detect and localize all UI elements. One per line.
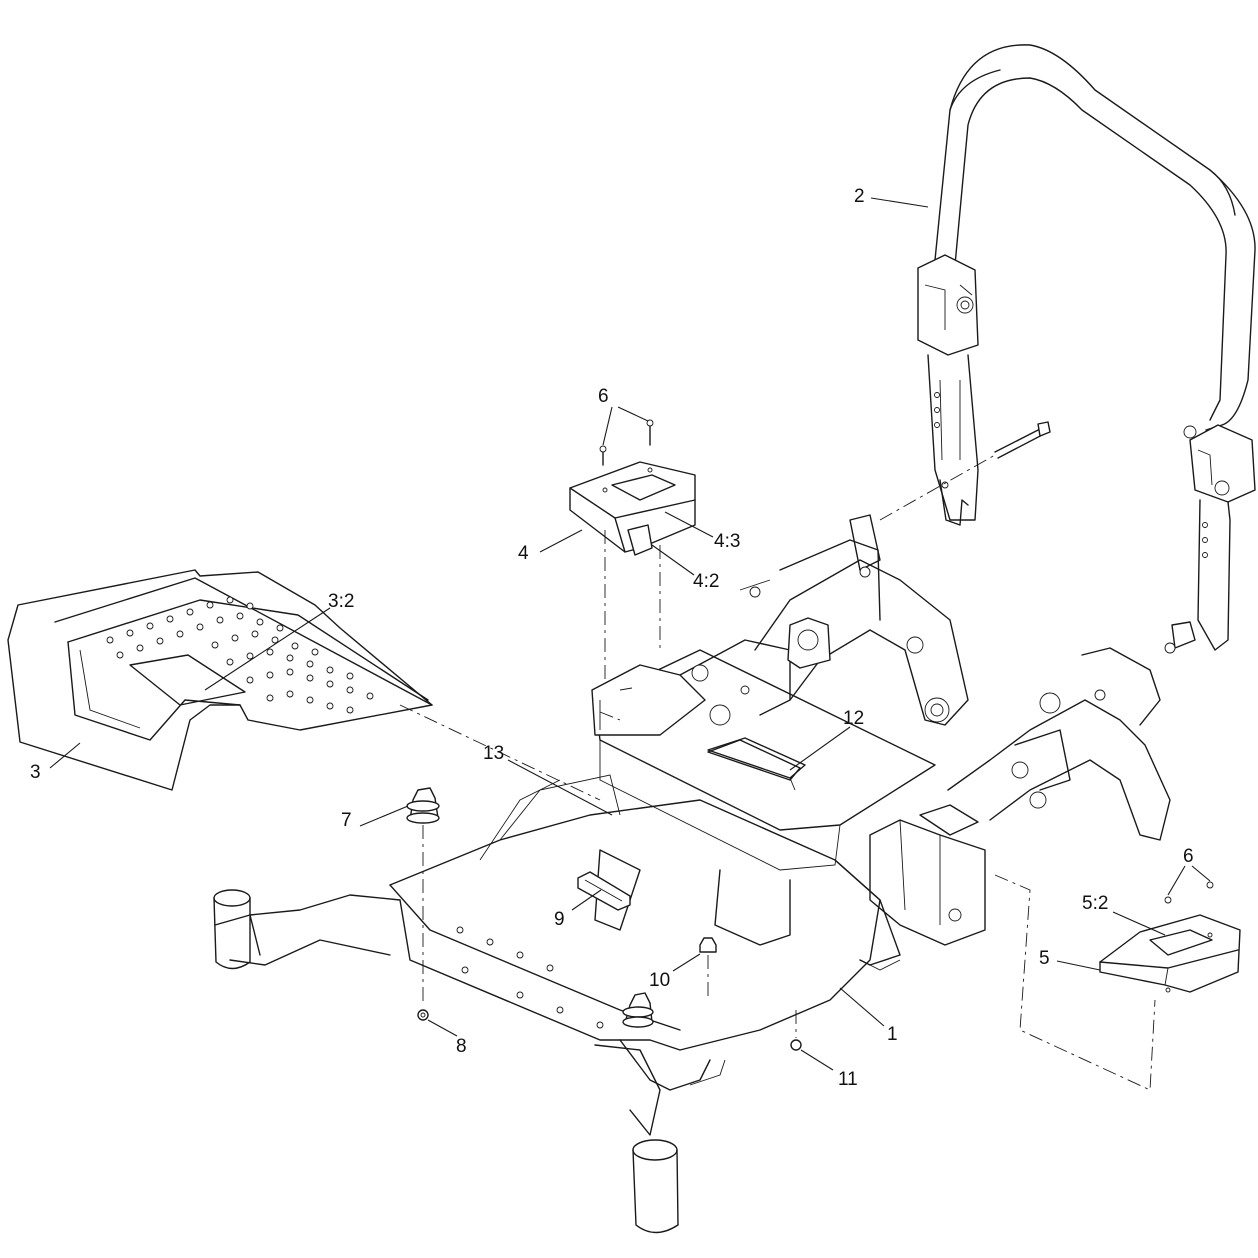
callout-4: 4 [518, 543, 529, 564]
callout-8: 8 [456, 1036, 467, 1057]
callout-6-left: 6 [598, 386, 609, 407]
callout-13: 13 [483, 743, 504, 764]
left-cover-part [569, 419, 696, 695]
callout-2: 2 [854, 186, 865, 207]
main-frame-part [213, 514, 1171, 1234]
right-cover-part [994, 874, 1241, 1091]
nut-11-part [790, 1010, 802, 1051]
callout-11: 11 [838, 1069, 858, 1090]
foot-platform-part [7, 569, 601, 801]
nut-part [417, 1009, 429, 1021]
leader-lines [49, 197, 1211, 1071]
callout-3: 3 [30, 762, 41, 783]
callout-6-right: 6 [1183, 846, 1194, 867]
callout-4-2: 4:2 [693, 571, 719, 592]
callout-9: 9 [554, 909, 565, 930]
callout-4-3: 4:3 [714, 531, 740, 552]
callout-3-2: 3:2 [328, 591, 354, 612]
isolator-cone-part [406, 787, 654, 1028]
callout-1: 1 [887, 1024, 898, 1045]
callout-5: 5 [1039, 948, 1050, 969]
callout-7: 7 [341, 810, 352, 831]
callout-12: 12 [843, 708, 864, 729]
platform-hole-pattern [106, 596, 374, 714]
callout-5-2: 5:2 [1082, 893, 1108, 914]
slot-cover-part [577, 871, 631, 911]
rollbar-part [879, 44, 1256, 654]
bump-stop-part [699, 937, 717, 1000]
callout-10: 10 [649, 970, 670, 991]
decal-part [599, 711, 801, 781]
callout-labels: 1 2 3 3:2 4 4:2 4:3 5 5:2 6 6 7 8 9 10 1… [30, 186, 1194, 1090]
